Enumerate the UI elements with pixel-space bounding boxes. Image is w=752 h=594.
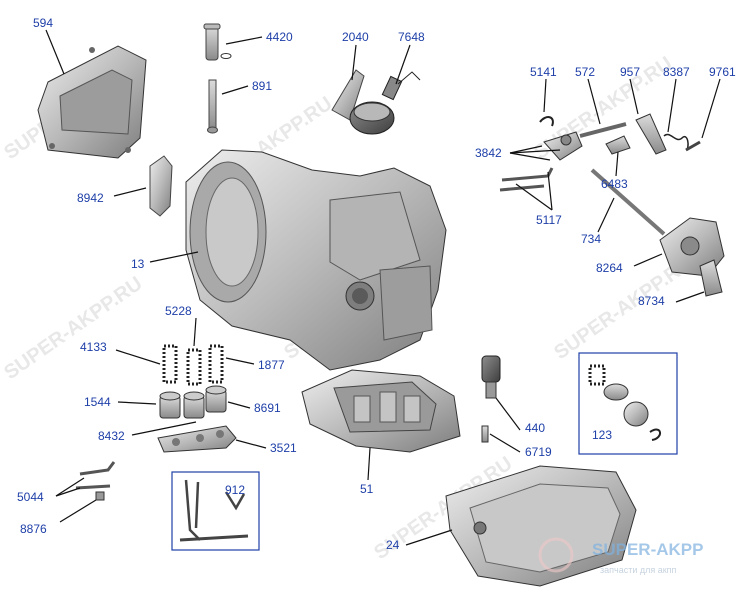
label-24[interactable]: 24 (386, 538, 400, 552)
label-51[interactable]: 51 (360, 482, 374, 496)
part-5141-clip[interactable] (539, 116, 554, 127)
part-891-rod[interactable] (207, 79, 218, 134)
label-13[interactable]: 13 (131, 257, 145, 271)
part-6719-pin[interactable] (481, 425, 489, 443)
inset-box-123 (578, 352, 678, 455)
label-734[interactable]: 734 (581, 232, 601, 246)
part-594-cover[interactable] (37, 45, 147, 159)
part-8387-spring[interactable] (663, 133, 689, 151)
part-912-spring-kit[interactable] (179, 479, 249, 542)
part-3521-accumulator-plate[interactable] (157, 425, 237, 453)
part-440-solenoid[interactable] (481, 355, 501, 399)
label-8387[interactable]: 8387 (663, 65, 690, 79)
label-957[interactable]: 957 (620, 65, 640, 79)
part-piston-center[interactable] (183, 391, 205, 419)
part-1877-spring[interactable] (208, 344, 224, 384)
label-594[interactable]: 594 (33, 16, 53, 30)
part-5228-spring[interactable] (186, 348, 202, 386)
label-6483[interactable]: 6483 (601, 177, 628, 191)
label-912[interactable]: 912 (225, 483, 245, 497)
label-1544[interactable]: 1544 (84, 395, 111, 409)
inset-box-912 (171, 471, 260, 551)
leader-lines (45, 29, 721, 546)
part-8264-manual-valve-lever[interactable] (659, 217, 725, 277)
part-3842-lever-assembly[interactable] (543, 131, 583, 161)
label-2040[interactable]: 2040 (342, 30, 369, 44)
label-891[interactable]: 891 (252, 79, 272, 93)
part-51-valve-body[interactable] (301, 369, 461, 453)
label-440[interactable]: 440 (525, 421, 545, 435)
part-13-transmission-case[interactable] (185, 149, 447, 371)
label-3521[interactable]: 3521 (270, 441, 297, 455)
part-2040-bracket[interactable] (331, 69, 365, 121)
label-4133[interactable]: 4133 (80, 340, 107, 354)
part-4420-plug[interactable] (203, 23, 232, 61)
label-572[interactable]: 572 (575, 65, 595, 79)
label-9761[interactable]: 9761 (709, 65, 736, 79)
part-24-oil-pan[interactable] (445, 465, 637, 587)
part-9761-pin[interactable] (685, 140, 701, 152)
part-8691-piston[interactable] (205, 385, 227, 413)
label-6719[interactable]: 6719 (525, 445, 552, 459)
label-4420[interactable]: 4420 (266, 30, 293, 44)
brand-logo-text: SUPER-AKPP (592, 540, 703, 559)
label-8876[interactable]: 8876 (20, 522, 47, 536)
part-1544-piston[interactable] (159, 391, 181, 419)
label-1877[interactable]: 1877 (258, 358, 285, 372)
label-8942[interactable]: 8942 (77, 191, 104, 205)
label-8691[interactable]: 8691 (254, 401, 281, 415)
part-123-servo-kit[interactable] (588, 364, 661, 441)
part-572-shaft[interactable] (579, 122, 627, 138)
label-5044[interactable]: 5044 (17, 490, 44, 504)
label-5141[interactable]: 5141 (530, 65, 557, 79)
watermark-text: SUPER-AKPP.RU (0, 273, 146, 385)
part-6483-bracket[interactable] (605, 135, 631, 155)
part-5117-cable[interactable] (499, 167, 554, 192)
part-8942-spacer[interactable] (149, 155, 173, 217)
label-5228[interactable]: 5228 (165, 304, 192, 318)
label-8734[interactable]: 8734 (638, 294, 665, 308)
label-7648[interactable]: 7648 (398, 30, 425, 44)
brand-tagline: запчасти для акпп (600, 565, 677, 575)
part-734-rod[interactable] (590, 168, 666, 236)
part-957-lever[interactable] (635, 113, 667, 155)
label-8264[interactable]: 8264 (596, 261, 623, 275)
part-4133-spring[interactable] (162, 344, 178, 384)
label-123[interactable]: 123 (592, 428, 612, 442)
brand-logo: SUPER-AKPP запчасти для акпп (538, 537, 703, 575)
label-3842[interactable]: 3842 (475, 146, 502, 160)
part-5044-cable-bracket[interactable] (75, 461, 116, 490)
part-labels: 594 4420 891 2040 7648 5141 572 957 8387… (17, 16, 736, 552)
label-8432[interactable]: 8432 (98, 429, 125, 443)
label-5117[interactable]: 5117 (536, 213, 562, 227)
part-8734-lever[interactable] (699, 259, 723, 297)
part-8876-bolt[interactable] (95, 491, 105, 501)
